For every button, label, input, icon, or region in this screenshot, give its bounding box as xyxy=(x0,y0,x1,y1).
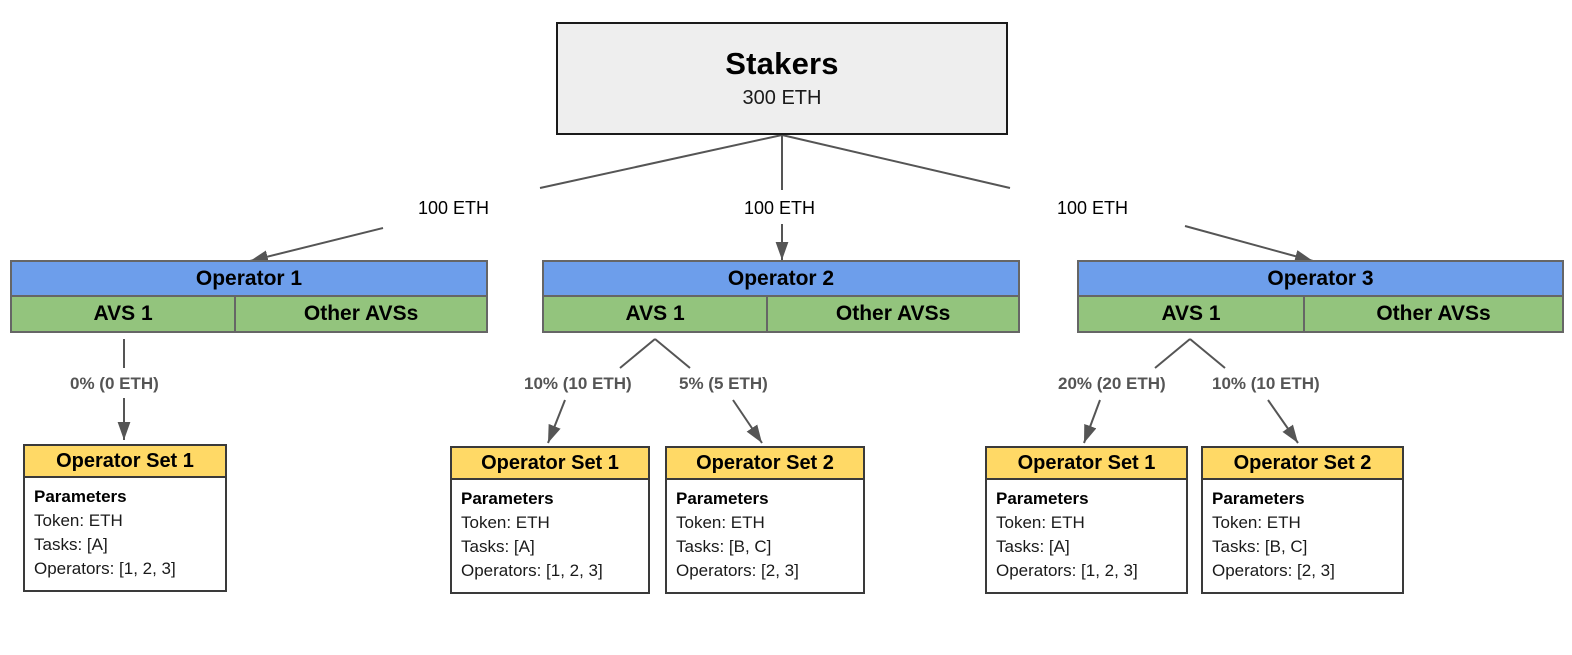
edge-label-alloc-op2-set2: 5% (5 ETH) xyxy=(679,374,768,393)
edge-stakers-to-operator-1-upper xyxy=(539,134,783,189)
operator-set-2-2-param-token: Token: ETH xyxy=(676,513,765,533)
operator-set-2-1-title: Operator Set 1 xyxy=(450,446,650,480)
operator-3-avs-primary[interactable]: AVS 1 xyxy=(1079,297,1306,331)
operator-1-avs-other[interactable]: Other AVSs xyxy=(236,297,486,331)
operator-set-3-2-param-operators: Operators: [2, 3] xyxy=(1212,561,1335,581)
edge-label-stake-2: 100 ETH xyxy=(744,198,816,218)
edge-op2-to-set1-upper xyxy=(619,338,656,369)
operator-set-2-2-params-heading: Parameters xyxy=(676,489,769,508)
operator-set-node-2-1[interactable]: Operator Set 1 Parameters Token: ETH Tas… xyxy=(450,446,650,594)
operator-node-3[interactable]: Operator 3 AVS 1 Other AVSs xyxy=(1077,260,1564,333)
stakers-node[interactable]: Stakers 300 ETH xyxy=(556,22,1008,135)
edge-op2-to-set2-arrow xyxy=(732,399,763,444)
operator-set-1-1-body: Parameters Token: ETH Tasks: [A] Operato… xyxy=(23,478,227,592)
operator-set-node-3-2[interactable]: Operator Set 2 Parameters Token: ETH Tas… xyxy=(1201,446,1404,594)
operator-3-title: Operator 3 xyxy=(1079,262,1562,297)
operator-set-3-1-param-tasks: Tasks: [A] xyxy=(996,537,1070,557)
operator-set-1-1-param-tasks: Tasks: [A] xyxy=(34,535,108,555)
edge-op3-to-set2-arrow xyxy=(1267,399,1299,444)
operator-set-1-1-params-heading: Parameters xyxy=(34,487,127,506)
edge-label-stake-3: 100 ETH xyxy=(1057,198,1129,218)
operator-set-2-2-param-tasks: Tasks: [B, C] xyxy=(676,537,772,557)
edge-label-stake-1: 100 ETH xyxy=(418,198,490,218)
operator-set-2-2-param-operators: Operators: [2, 3] xyxy=(676,561,799,581)
operator-set-node-3-1[interactable]: Operator Set 1 Parameters Token: ETH Tas… xyxy=(985,446,1188,594)
operator-set-2-2-body: Parameters Token: ETH Tasks: [B, C] Oper… xyxy=(665,480,865,594)
operator-set-3-2-title: Operator Set 2 xyxy=(1201,446,1404,480)
operator-set-2-1-body: Parameters Token: ETH Tasks: [A] Operato… xyxy=(450,480,650,594)
edge-stakers-to-operator-3-upper xyxy=(781,134,1011,189)
edge-op3-to-set2-upper xyxy=(1189,338,1226,369)
operator-set-2-1-param-token: Token: ETH xyxy=(461,513,550,533)
operator-set-3-1-body: Parameters Token: ETH Tasks: [A] Operato… xyxy=(985,480,1188,594)
operator-set-3-1-params-heading: Parameters xyxy=(996,489,1089,508)
operator-set-3-2-params-heading: Parameters xyxy=(1212,489,1305,508)
edge-op2-to-set1-arrow xyxy=(547,399,566,444)
edge-stakers-to-operator-1-arrow xyxy=(249,227,384,263)
operator-3-avs-other[interactable]: Other AVSs xyxy=(1305,297,1562,331)
operator-set-3-1-param-operators: Operators: [1, 2, 3] xyxy=(996,561,1138,581)
operator-node-1[interactable]: Operator 1 AVS 1 Other AVSs xyxy=(10,260,488,333)
operator-set-3-1-title: Operator Set 1 xyxy=(985,446,1188,480)
operator-set-2-1-params-heading: Parameters xyxy=(461,489,554,508)
operator-2-avs-primary[interactable]: AVS 1 xyxy=(544,297,769,331)
stakers-amount: 300 ETH xyxy=(742,87,822,110)
operator-set-3-2-param-tasks: Tasks: [B, C] xyxy=(1212,537,1308,557)
operator-2-title: Operator 2 xyxy=(544,262,1018,297)
operator-set-3-2-body: Parameters Token: ETH Tasks: [B, C] Oper… xyxy=(1201,480,1404,594)
edge-stakers-to-operator-3-arrow xyxy=(1184,225,1314,263)
operator-set-3-1-param-token: Token: ETH xyxy=(996,513,1085,533)
edge-op2-to-set2-upper xyxy=(654,338,691,369)
edge-op3-to-set1-upper xyxy=(1154,338,1191,369)
operator-2-avs-other[interactable]: Other AVSs xyxy=(768,297,1018,331)
operator-3-avs-row: AVS 1 Other AVSs xyxy=(1079,297,1562,331)
operator-set-1-1-param-token: Token: ETH xyxy=(34,511,123,531)
operator-set-2-1-param-tasks: Tasks: [A] xyxy=(461,537,535,557)
operator-set-1-1-param-operators: Operators: [1, 2, 3] xyxy=(34,559,176,579)
edge-label-alloc-op2-set1: 10% (10 ETH) xyxy=(524,374,632,393)
operator-2-avs-row: AVS 1 Other AVSs xyxy=(544,297,1018,331)
operator-set-node-2-2[interactable]: Operator Set 2 Parameters Token: ETH Tas… xyxy=(665,446,865,594)
operator-node-2[interactable]: Operator 2 AVS 1 Other AVSs xyxy=(542,260,1020,333)
edge-label-alloc-op3-set2: 10% (10 ETH) xyxy=(1212,374,1320,393)
operator-set-3-2-param-token: Token: ETH xyxy=(1212,513,1301,533)
operator-set-node-1-1[interactable]: Operator Set 1 Parameters Token: ETH Tas… xyxy=(23,444,227,592)
operator-1-title: Operator 1 xyxy=(12,262,486,297)
operator-1-avs-row: AVS 1 Other AVSs xyxy=(12,297,486,331)
edge-label-alloc-op3-set1: 20% (20 ETH) xyxy=(1058,374,1166,393)
edge-op3-to-set1-arrow xyxy=(1083,399,1101,444)
operator-1-avs-primary[interactable]: AVS 1 xyxy=(12,297,237,331)
stakers-title: Stakers xyxy=(725,45,839,81)
edge-label-alloc-op1-set1: 0% (0 ETH) xyxy=(70,374,159,393)
operator-set-2-1-param-operators: Operators: [1, 2, 3] xyxy=(461,561,603,581)
operator-set-2-2-title: Operator Set 2 xyxy=(665,446,865,480)
operator-set-1-1-title: Operator Set 1 xyxy=(23,444,227,478)
